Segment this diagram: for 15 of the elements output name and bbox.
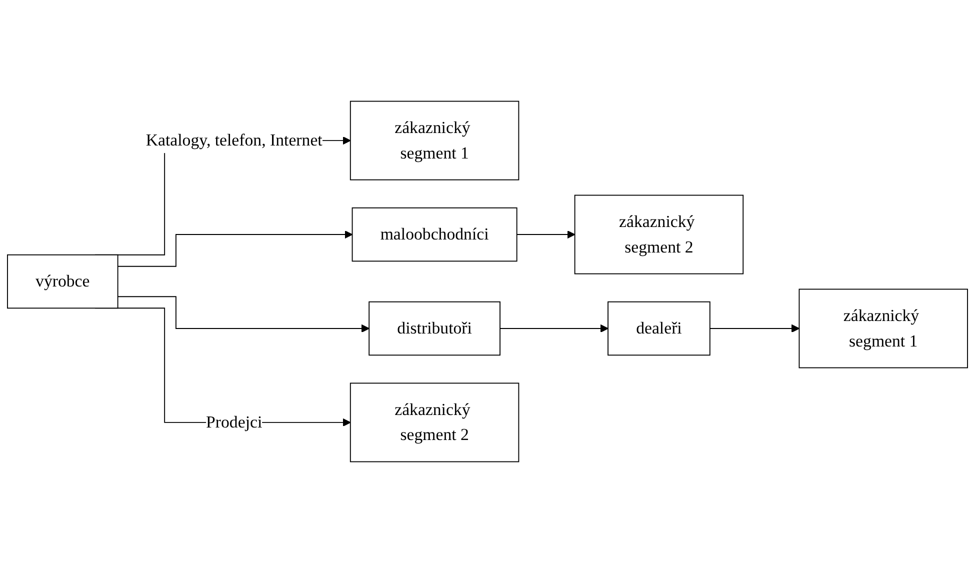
arrow (709, 324, 800, 333)
node-box: maloobchodníci (352, 207, 518, 262)
node-box: zákaznický segment 2 (350, 382, 520, 462)
node-box: zákaznický segment 1 (798, 288, 968, 368)
node-box: zákaznický segment 2 (574, 194, 744, 274)
node-box: zákaznický segment 1 (350, 100, 520, 180)
arrow (117, 296, 370, 333)
arrow (117, 230, 353, 267)
arrow (516, 230, 576, 239)
arrow (500, 324, 608, 333)
edge-label: Prodejci (206, 412, 262, 432)
edge-label: Katalogy, telefon, Internet (146, 130, 322, 150)
node-box: dealeři (608, 301, 710, 356)
node-box: výrobce (7, 254, 118, 309)
node-box: distributoři (368, 301, 500, 356)
